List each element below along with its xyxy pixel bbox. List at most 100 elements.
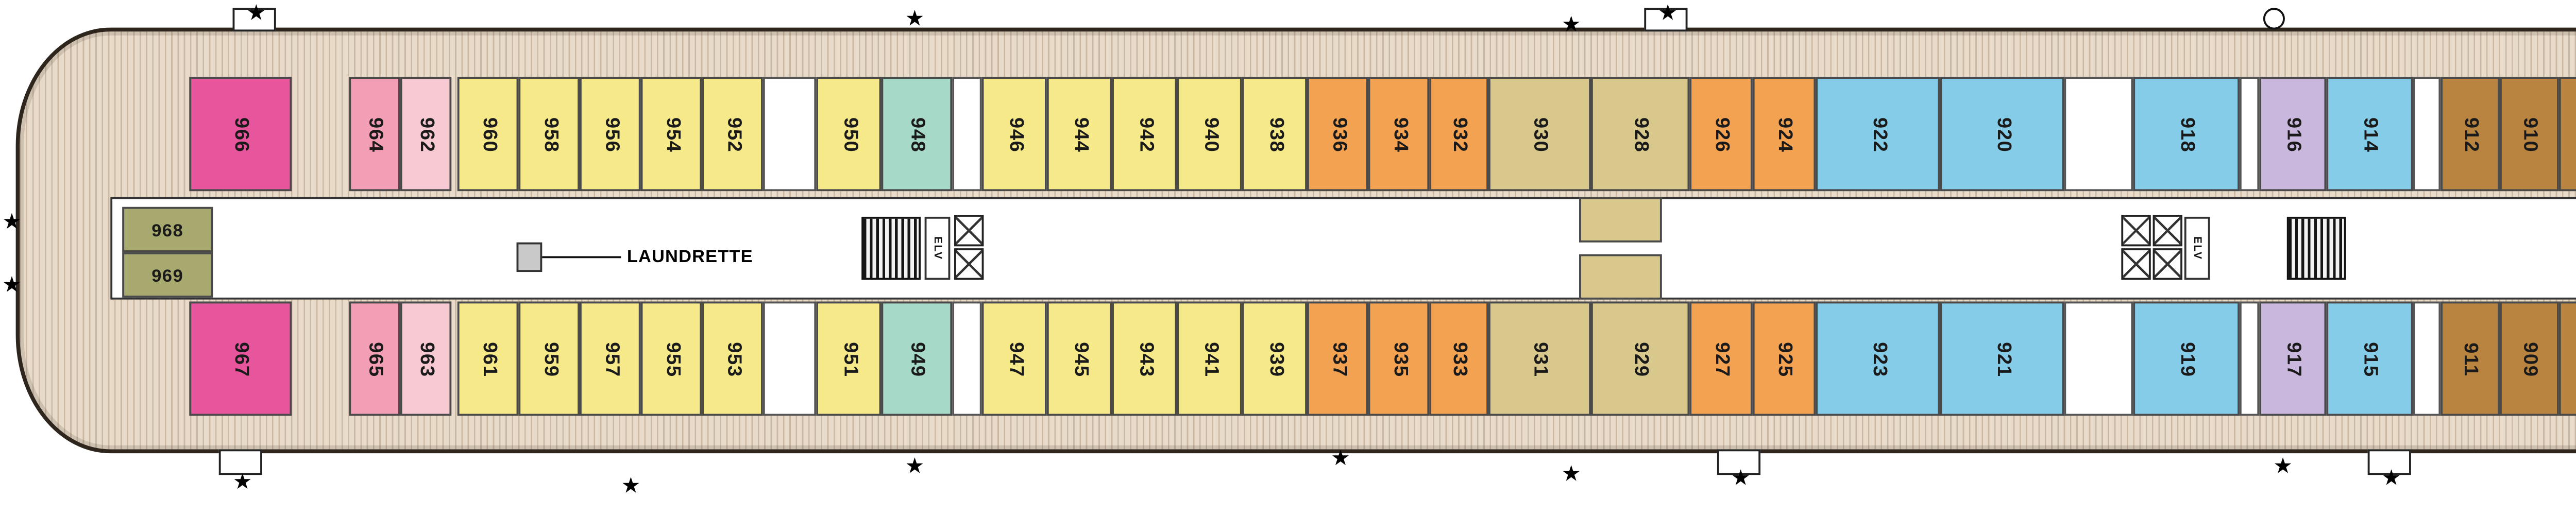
star-icon: ★ (905, 8, 925, 32)
cabin-number: 910 (2518, 116, 2540, 152)
cabin-number: 920 (1991, 116, 2013, 152)
cabin-number: 929 (1629, 341, 1651, 376)
cabin-960: 960 (457, 77, 519, 192)
star-icon: ★ (1561, 463, 1581, 487)
cabin-951: 951 (816, 301, 882, 416)
cabin-939: 939 (1242, 301, 1307, 416)
cabin-number: 915 (2359, 341, 2381, 376)
row-gap (952, 77, 982, 192)
cabin-966: 966 (189, 77, 292, 192)
star-icon: ★ (1731, 467, 1751, 491)
elevator-label: ELV (924, 216, 951, 280)
hull-tab (232, 8, 276, 32)
cabin-number: 933 (1448, 341, 1470, 376)
elevator-label-text: ELV (2191, 236, 2204, 261)
cabin-909: 909 (2500, 301, 2559, 416)
cabin-969: 969 (122, 252, 213, 298)
cabin-number: 932 (1448, 116, 1470, 152)
cabin-number: 927 (1710, 341, 1732, 376)
stairs-icon (861, 216, 921, 280)
cabin-964: 964 (349, 77, 400, 192)
cabin-number: 921 (1991, 341, 2013, 376)
row-gap (2239, 301, 2260, 416)
cabin-958: 958 (518, 77, 580, 192)
cabin-955: 955 (640, 301, 702, 416)
cabin-941: 941 (1177, 301, 1242, 416)
cabin-number: 962 (415, 116, 437, 152)
cabin-number: 958 (538, 116, 560, 152)
cabin-number: 951 (838, 341, 860, 376)
cabin-908: 908 (2558, 77, 2576, 192)
cabin-938: 938 (1242, 77, 1307, 192)
row-gap (2064, 301, 2133, 416)
cabin-number: 936 (1327, 116, 1349, 152)
cabin-952: 952 (702, 77, 763, 192)
cabin-950: 950 (816, 77, 882, 192)
cabin-937: 937 (1307, 301, 1368, 416)
cabin-number: 923 (1867, 341, 1889, 376)
cabin-number: 939 (1263, 341, 1285, 376)
star-icon: ★ (2381, 467, 2401, 491)
elevator-icon (954, 248, 984, 280)
cabin-925: 925 (1752, 301, 1816, 416)
cabin-965: 965 (349, 301, 400, 416)
suite-extension (1579, 197, 1662, 243)
cabin-number: 944 (1068, 116, 1091, 152)
star-icon: ★ (2273, 455, 2293, 479)
cabin-940: 940 (1177, 77, 1242, 192)
star-icon: ★ (2, 211, 22, 235)
star-icon: ★ (621, 475, 641, 499)
elevator-icon (2153, 248, 2182, 280)
cabin-945: 945 (1046, 301, 1112, 416)
cabin-949: 949 (881, 301, 953, 416)
cabin-948: 948 (881, 77, 953, 192)
cabin-947: 947 (981, 301, 1047, 416)
cabin-number: 969 (151, 265, 184, 285)
cabin-number: 960 (477, 116, 499, 152)
hull-tab (1644, 8, 1688, 32)
laundrette-label: LAUNDRETTE (626, 246, 753, 266)
cabin-number: 917 (2282, 341, 2304, 376)
circle-marker-icon (2263, 8, 2285, 30)
cabin-936: 936 (1307, 77, 1368, 192)
cabin-number: 954 (660, 116, 682, 152)
row-gap (762, 301, 817, 416)
row-gap (952, 301, 982, 416)
cabin-917: 917 (2259, 301, 2327, 416)
cabin-number: 942 (1133, 116, 1156, 152)
cabin-923: 923 (1816, 301, 1940, 416)
cabin-number: 947 (1003, 341, 1025, 376)
cabin-930: 930 (1488, 77, 1591, 192)
cabin-number: 911 (2459, 341, 2481, 376)
cabin-957: 957 (580, 301, 641, 416)
elevator-label: ELV (2184, 216, 2210, 280)
cabin-961: 961 (457, 301, 519, 416)
hull-tab (2367, 449, 2411, 475)
cabin-number: 934 (1387, 116, 1410, 152)
cabin-929: 929 (1591, 301, 1690, 416)
cabin-918: 918 (2133, 77, 2240, 192)
cabin-number: 956 (599, 116, 621, 152)
cabin-number: 918 (2175, 116, 2197, 152)
cabin-921: 921 (1940, 301, 2064, 416)
cabin-number: 955 (660, 341, 682, 376)
cabin-933: 933 (1429, 301, 1489, 416)
row-gap (2064, 77, 2133, 192)
cabin-910: 910 (2500, 77, 2559, 192)
cabin-916: 916 (2259, 77, 2327, 192)
cabin-907: 907 (2558, 301, 2576, 416)
cabin-924: 924 (1752, 77, 1816, 192)
cabin-number: 953 (721, 341, 743, 376)
cabin-911: 911 (2441, 301, 2500, 416)
hull-tab (1717, 449, 1761, 475)
star-icon: ★ (1561, 13, 1581, 38)
cabin-968: 968 (122, 207, 213, 252)
cabin-956: 956 (580, 77, 641, 192)
hull-tab (218, 449, 262, 475)
cabin-number: 938 (1263, 116, 1285, 152)
cabin-number: 941 (1198, 341, 1221, 376)
elevator-icon (2121, 215, 2151, 247)
cabin-number: 946 (1003, 116, 1025, 152)
star-icon: ★ (1658, 2, 1678, 26)
